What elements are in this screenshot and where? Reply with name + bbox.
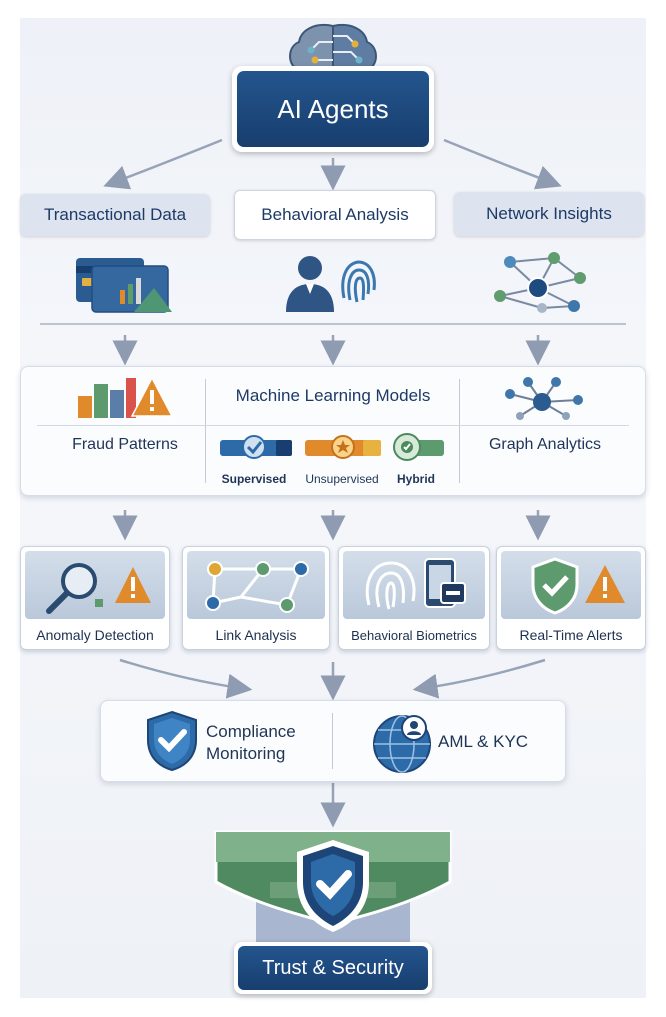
fraud-patterns-label: Fraud Patterns — [72, 436, 178, 453]
aml-kyc-label: AML & KYC — [438, 732, 529, 751]
magnifier-warning-icon — [46, 563, 151, 614]
supervised-label: Supervised — [221, 472, 287, 486]
tile-anomaly-detection-label: Anomaly Detection — [36, 627, 154, 643]
tile-real-time-alerts-label: Real-Time Alerts — [519, 627, 623, 643]
hybrid-label: Hybrid — [396, 472, 435, 486]
panel-divider-horizontal — [37, 425, 629, 426]
source-transactional-label: Transactional Data — [43, 205, 187, 224]
link-nodes-icon — [205, 561, 309, 613]
hybrid-model-icon — [393, 433, 444, 461]
unsupervised-model-icon — [305, 435, 381, 459]
shield-alert-icon — [531, 557, 625, 615]
globe-user-icon — [373, 715, 431, 773]
source-behavioral[interactable]: Behavioral Analysis — [234, 190, 436, 240]
source-behavioral-label: Behavioral Analysis — [261, 205, 409, 224]
compliance-shield-icon — [147, 710, 197, 772]
tile-real-time-alerts[interactable]: Real-Time Alerts — [496, 546, 646, 650]
ml-models-title: Machine Learning Models — [235, 386, 431, 405]
compliance-label-line2: Monitoring — [206, 744, 286, 763]
compliance-label-line1: Compliance — [206, 722, 296, 741]
source-transactional[interactable]: Transactional Data — [20, 194, 210, 236]
supervised-model-icon — [220, 435, 292, 459]
arrow-to-network — [443, 138, 562, 190]
arrow-left-compliance — [119, 658, 253, 699]
tile-behavioral-biometrics-label: Behavioral Biometrics — [351, 628, 477, 643]
tile-link-analysis-label: Link Analysis — [215, 627, 297, 643]
ai-agents-header[interactable]: AI Agents — [232, 66, 434, 152]
fingerprint-device-icon — [365, 558, 466, 610]
panel-divider-left — [205, 379, 206, 483]
source-network-label: Network Insights — [486, 204, 612, 223]
graph-analytics-label: Graph Analytics — [488, 436, 602, 453]
trust-security-title: Trust & Security — [262, 956, 404, 979]
tile-link-analysis[interactable]: Link Analysis — [182, 546, 330, 650]
trust-shield-icon — [297, 840, 369, 932]
arrow-to-transactional — [103, 138, 223, 190]
source-network[interactable]: Network Insights — [454, 192, 644, 236]
person-fingerprint-icon — [286, 256, 376, 312]
tile-anomaly-detection[interactable]: Anomaly Detection — [20, 546, 170, 650]
unsupervised-label: Unsupervised — [305, 472, 379, 486]
credit-card-chart-icon — [76, 258, 172, 313]
arrow-right-compliance — [412, 658, 546, 699]
network-graph-icon — [494, 252, 586, 313]
tile-behavioral-biometrics[interactable]: Behavioral Biometrics — [338, 546, 490, 650]
graph-analytics-icon — [505, 377, 583, 420]
ai-agents-title: AI Agents — [277, 93, 389, 124]
panel-divider-right — [459, 379, 460, 483]
compliance-divider — [332, 713, 333, 769]
bar-chart-warning-icon — [78, 376, 174, 418]
ml-models-panel — [20, 366, 646, 496]
trust-security-button[interactable]: Trust & Security — [234, 942, 432, 994]
